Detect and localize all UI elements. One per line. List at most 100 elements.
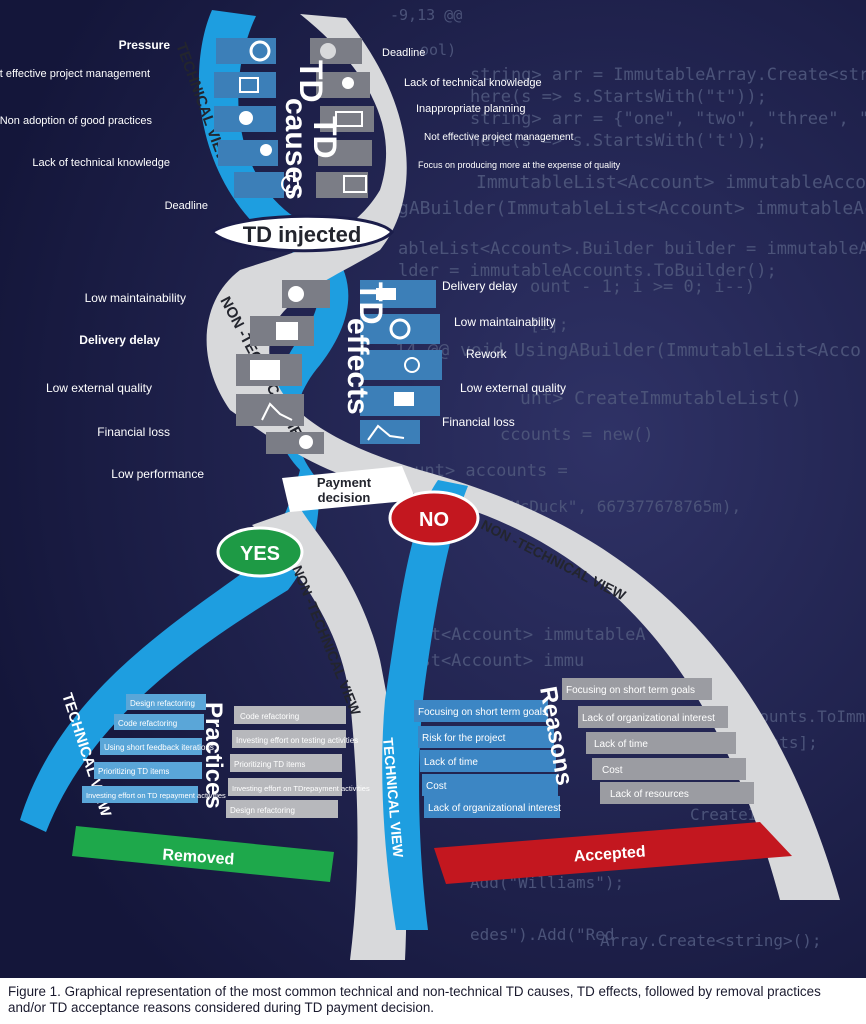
- rung: [228, 778, 342, 796]
- code-line: ount> accounts =: [404, 461, 568, 481]
- diagram-canvas: -9,13 @@ ool) string> arr = ImmutableArr…: [0, 0, 866, 978]
- rung: [424, 796, 560, 818]
- cause-left-label: Deadline: [165, 200, 208, 212]
- rung: [230, 754, 342, 772]
- rung: [578, 706, 728, 728]
- reason-nontechnical-label: Focusing on short term goals: [566, 685, 695, 696]
- practice-nontechnical-label: Prioritizing TD items: [234, 760, 305, 769]
- code-line: List<Account> immutableA: [400, 625, 646, 645]
- cause-left-label: Pressure: [119, 38, 171, 52]
- payment-decision-line1: Payment: [317, 475, 372, 490]
- code-line: string> arr = ImmutableArray.Create<stri…: [470, 65, 866, 85]
- code-line: unt> CreateImmutableList(): [520, 388, 802, 409]
- document-icon: [276, 322, 298, 340]
- document-icon: [250, 360, 280, 380]
- effect-left-label: Low external quality: [46, 381, 152, 395]
- rung: [94, 762, 202, 779]
- reason-nontechnical-label: Lack of resources: [610, 789, 689, 800]
- effects-right-labels: Delivery delay Low maintainability Rewor…: [442, 279, 566, 429]
- reason-nontechnical-label: Cost: [602, 765, 623, 776]
- rung: [414, 700, 548, 722]
- code-line: edes").Add("Red: [470, 925, 615, 944]
- rung: [226, 800, 338, 818]
- rung: [234, 706, 346, 724]
- rung: [600, 782, 754, 804]
- practices-technical-rungs: Design refactoring Code refactoring Usin…: [82, 694, 226, 803]
- code-line: McDuck", 667377678765m),: [510, 497, 741, 516]
- effect-right-label: Financial loss: [442, 415, 515, 429]
- practice-technical-label: Code refactoring: [118, 719, 177, 728]
- code-line: ool): [420, 41, 456, 59]
- causes-title-text-a: TD: [293, 60, 329, 103]
- effect-left-label: Delivery delay: [79, 333, 160, 347]
- practices-nontechnical-rungs: Code refactoring Investing effort on tes…: [226, 706, 370, 818]
- effect-right-label: Low maintainability: [454, 315, 555, 329]
- cause-right-label: Lack of technical knowledge: [404, 77, 542, 89]
- calendar-icon: [335, 111, 363, 127]
- no-badge: NO: [388, 490, 480, 546]
- code-line: Array.Create<string>();: [600, 931, 822, 950]
- gauge-icon: [249, 40, 271, 62]
- practices-title: Practices: [200, 702, 227, 809]
- table-icon: [343, 175, 367, 193]
- rung: [320, 106, 374, 132]
- effect-right-label: Low external quality: [460, 381, 566, 395]
- accepted-label: Accepted: [573, 844, 646, 866]
- rung: [420, 750, 556, 772]
- rung: [586, 732, 736, 754]
- td-injected-label: TD injected: [243, 222, 362, 247]
- rung: [126, 694, 206, 710]
- gear-icon: [239, 111, 253, 125]
- practice-technical-label: Prioritizing TD items: [98, 767, 169, 776]
- code-line: 14 @@ void UsingABuilder(ImmutableList<A…: [395, 340, 861, 361]
- presenter-icon: [260, 144, 272, 156]
- yes-label: YES: [240, 543, 280, 565]
- rung: [360, 280, 436, 308]
- cause-right-label: Deadline: [382, 47, 425, 59]
- removed-label: Removed: [162, 847, 235, 869]
- rung: [216, 38, 276, 64]
- td-injected-rung: TD injected: [209, 214, 394, 253]
- practice-nontechnical-label: Investing effort on testing activities: [236, 736, 358, 745]
- rung: [422, 774, 558, 796]
- cause-right-label: Focus on producing more at the expense o…: [418, 160, 621, 170]
- gauge-icon: [299, 435, 313, 449]
- payment-decision-line2: decision: [318, 490, 371, 505]
- effects-title: TD effects: [341, 282, 389, 415]
- practice-technical-label: Design refactoring: [130, 699, 195, 708]
- reason-technical-label: Focusing on short term goals: [418, 707, 547, 718]
- gear-icon: [389, 318, 411, 340]
- causes-rungs: [214, 38, 374, 198]
- rung: [592, 758, 746, 780]
- code-line: ount - 1; i >= 0; i--): [530, 277, 755, 297]
- practice-nontechnical-label: Design refactoring: [230, 806, 295, 815]
- figure-caption: Figure 1. Graphical representation of th…: [8, 984, 821, 1015]
- helix-technical-strand: [20, 10, 349, 832]
- line-chart-icon: [261, 402, 293, 421]
- document-icon: [394, 392, 414, 406]
- reason-technical-label: Cost: [426, 781, 447, 792]
- removed-banner: Removed: [72, 826, 334, 882]
- causes-title: TD causes: [279, 60, 329, 200]
- effect-right-label: Delivery delay: [442, 279, 517, 293]
- rung: [100, 738, 202, 755]
- causes-left-labels: Pressure Not effective project managemen…: [0, 38, 208, 212]
- line-chart-icon: [367, 424, 405, 441]
- payment-decision: Payment decision: [282, 466, 416, 512]
- rung: [214, 72, 276, 98]
- practices-nontechnical-strand: [252, 508, 407, 960]
- code-line: [i];: [530, 315, 569, 334]
- causes-title-text-b: causes: [279, 98, 312, 200]
- clock-icon: [281, 175, 299, 193]
- effect-left-label: Financial loss: [97, 425, 170, 439]
- cause-right-label: Inappropriate planning: [416, 103, 525, 115]
- pie-chart-icon: [320, 43, 336, 59]
- code-line: here(s => s.StartsWith("t"));: [470, 87, 767, 107]
- cause-right-label: Not effective project management: [424, 132, 574, 143]
- code-line: List<Account> immu: [400, 651, 584, 671]
- code-line: ccounts = new(): [500, 425, 654, 445]
- cause-left-label: Not effective project management: [0, 68, 150, 80]
- no-label: NO: [419, 509, 449, 531]
- code-line: ImmutableList<Account> immutableAccou: [476, 172, 866, 193]
- code-line: here(s => s.StartsWith('t'));: [470, 131, 767, 151]
